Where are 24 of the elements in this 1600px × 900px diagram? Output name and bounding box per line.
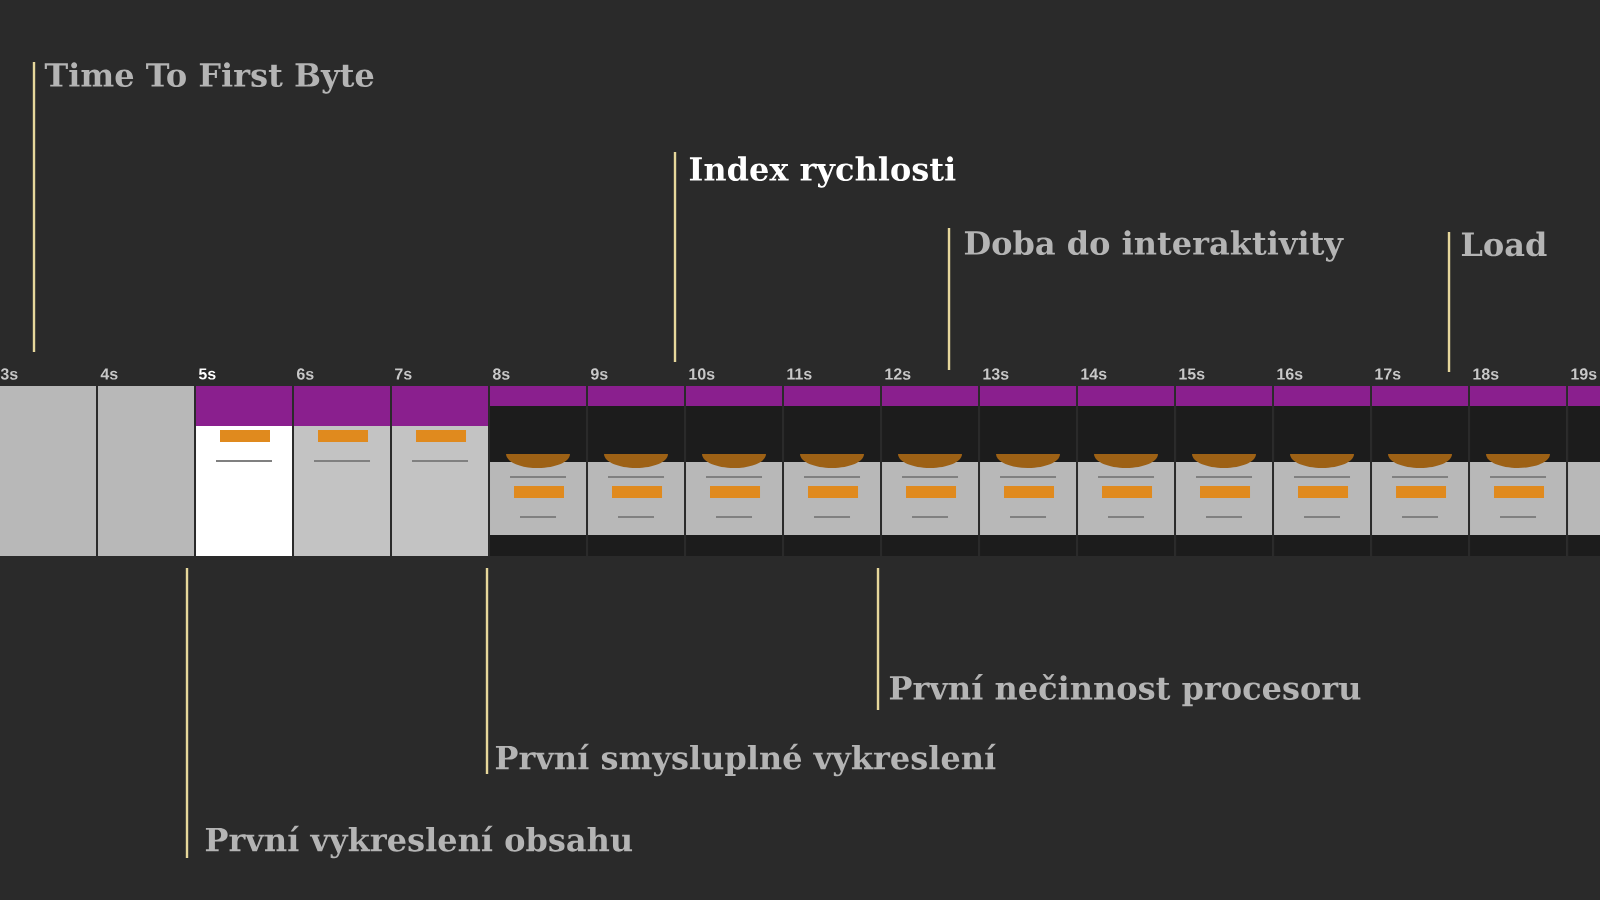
tick-label: 5s (198, 368, 216, 380)
metric-label: Time To First Byte (44, 62, 374, 94)
tick-label: 14s (1081, 368, 1107, 380)
tick-label: 7s (395, 368, 412, 380)
tick-label: 15s (1179, 368, 1205, 380)
metric-label: Load (1461, 231, 1547, 257)
tick-label: 13s (983, 368, 1009, 380)
metric-label: Doba do interaktivity (964, 230, 1344, 262)
tick-label: 17s (1375, 368, 1401, 380)
tick-label: 16s (1277, 368, 1303, 380)
tick-label: 3s (0, 368, 18, 380)
tick-label: 4s (100, 368, 118, 380)
metric-label: První smysluplné vykreslení (495, 743, 996, 777)
tick-label: 10s (689, 368, 715, 380)
tick-label: 8s (492, 368, 510, 380)
metric-label: Index rychlosti (689, 156, 956, 188)
metric-label: První nečinnost procesoru (889, 673, 1361, 707)
tick-label: 12s (885, 368, 911, 380)
tick-label: 9s (590, 368, 608, 380)
metric-label: První vykreslení obsahu (205, 825, 633, 859)
tick-label: 18s (1473, 368, 1499, 380)
tick-label: 6s (297, 368, 314, 380)
tick-label: 19s (1571, 368, 1597, 380)
tick-label: 11s (787, 368, 812, 380)
